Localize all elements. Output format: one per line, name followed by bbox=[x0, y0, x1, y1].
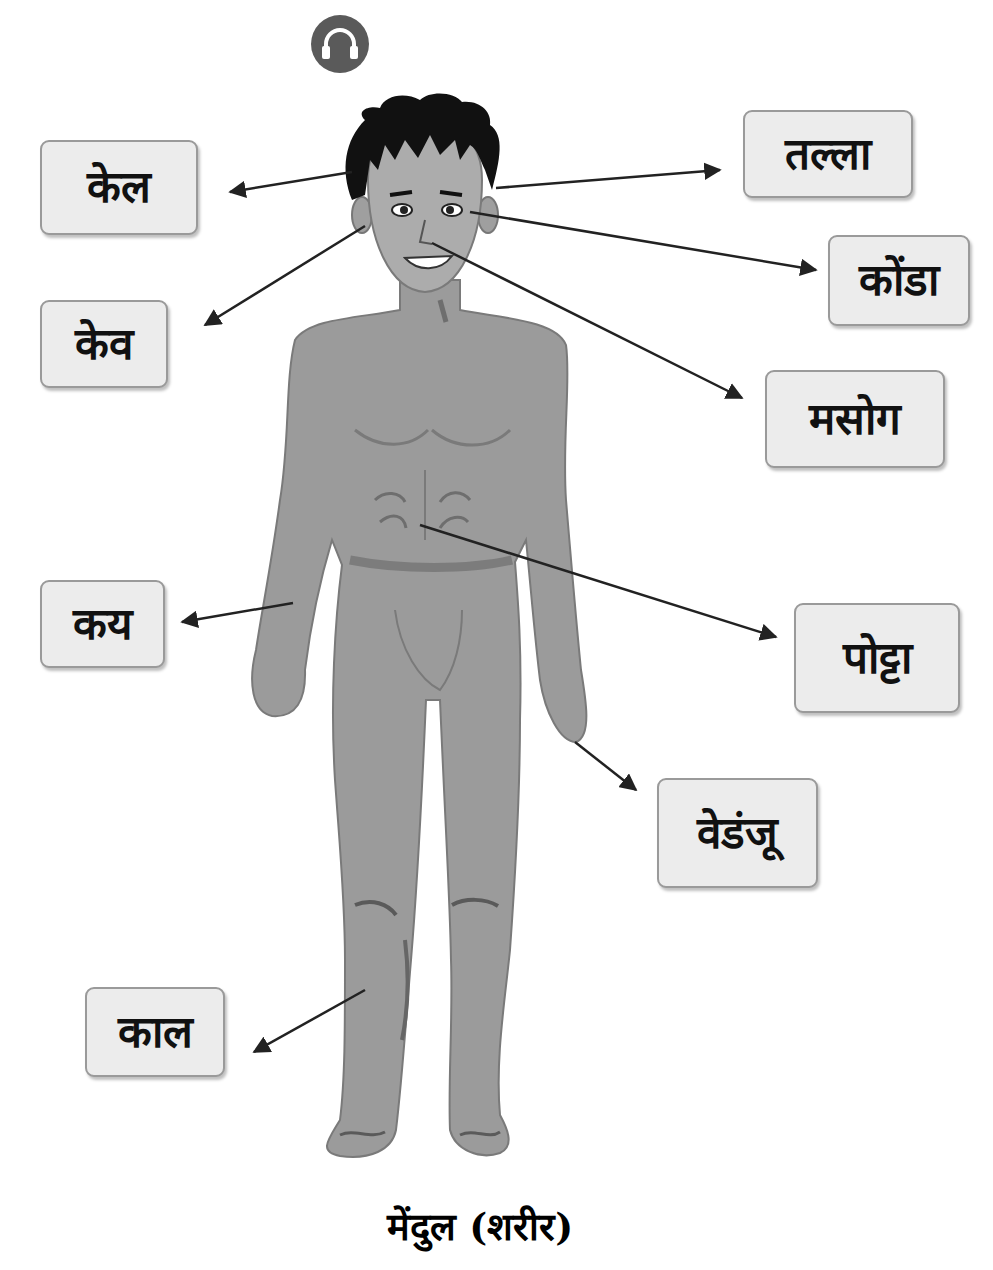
label-box: मसोग bbox=[765, 370, 945, 468]
part-name: काल bbox=[118, 1008, 193, 1056]
part-name: वेडंजू bbox=[697, 809, 778, 857]
label-box: पोट्टा bbox=[794, 603, 960, 713]
part-name: तल्ला bbox=[785, 130, 871, 178]
label-box: कय bbox=[40, 580, 165, 668]
label-box: केल bbox=[40, 140, 198, 235]
caption: मेंदुल (शरीर) bbox=[387, 1199, 573, 1251]
label-box: वेडंजू bbox=[657, 778, 818, 888]
label-box: कोंडा bbox=[828, 235, 970, 326]
part-name: केव bbox=[75, 320, 133, 368]
human-figure bbox=[252, 93, 586, 1156]
part-name: केल bbox=[87, 163, 151, 211]
part-name: पोट्टा bbox=[843, 634, 912, 682]
label-box: केव bbox=[40, 300, 168, 388]
part-name: कय bbox=[73, 600, 133, 648]
label-box: तल्ला bbox=[743, 110, 913, 198]
part-name: कोंडा bbox=[859, 256, 939, 304]
label-box: काल bbox=[85, 987, 225, 1077]
part-name: मसोग bbox=[809, 395, 901, 443]
audio-icon bbox=[311, 15, 369, 73]
leader-lines bbox=[182, 170, 816, 1052]
